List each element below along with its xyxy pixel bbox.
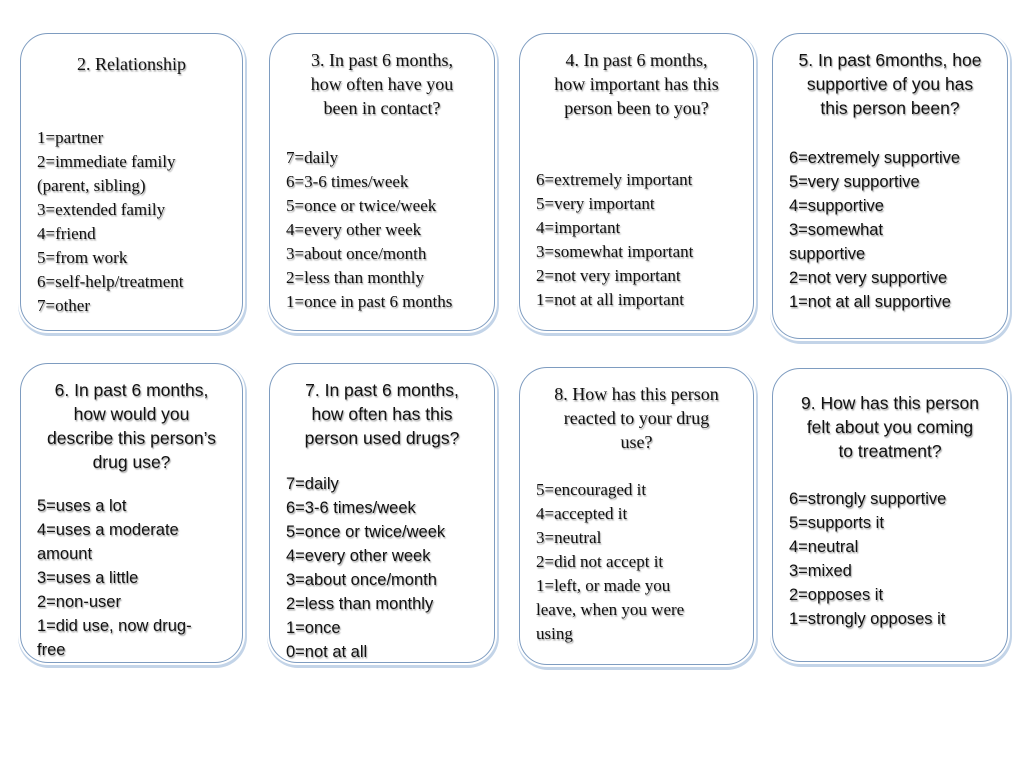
card-contact-frequency: 3. In past 6 months, how often have you …	[269, 33, 495, 331]
card-importance: 4. In past 6 months, how important has t…	[519, 33, 754, 331]
card-options: 7=daily 6=3-6 times/week 5=once or twice…	[286, 475, 446, 661]
card-supportiveness: 5. In past 6months, hoe supportive of yo…	[772, 33, 1008, 339]
card-options: 5=uses a lot 4=uses a moderate amount 3=…	[37, 497, 192, 659]
card-options: 7=daily 6=3-6 times/week 5=once or twice…	[286, 148, 453, 311]
card-relationship: 2. Relationship 1=partner 2=immediate fa…	[20, 33, 243, 331]
card-title: 4. In past 6 months, how important has t…	[554, 50, 719, 118]
card-person-drug-use-frequency: 7. In past 6 months, how often has this …	[269, 363, 495, 663]
card-title: 5. In past 6months, hoe supportive of yo…	[798, 50, 982, 118]
card-title: 6. In past 6 months, how would you descr…	[47, 380, 216, 472]
card-feeling-about-treatment: 9. How has this person felt about you co…	[772, 368, 1008, 662]
card-options: 6=strongly supportive 5=supports it 4=ne…	[789, 490, 947, 628]
card-title: 3. In past 6 months, how often have you …	[310, 50, 454, 118]
card-person-drug-use-description: 6. In past 6 months, how would you descr…	[20, 363, 243, 663]
card-title: 9. How has this person felt about you co…	[800, 393, 979, 461]
card-options: 5=encouraged it 4=accepted it 3=neutral …	[536, 480, 685, 643]
card-options: 6=extremely supportive 5=very supportive…	[789, 149, 961, 311]
card-options: 1=partner 2=immediate family (parent, si…	[37, 128, 184, 315]
card-title: 2. Relationship	[77, 54, 186, 74]
card-title: 8. How has this person reacted to your d…	[554, 384, 719, 452]
card-title: 7. In past 6 months, how often has this …	[304, 380, 460, 448]
card-options: 6=extremely important 5=very important 4…	[536, 170, 694, 309]
card-reaction-to-your-drug-use: 8. How has this person reacted to your d…	[519, 367, 754, 665]
